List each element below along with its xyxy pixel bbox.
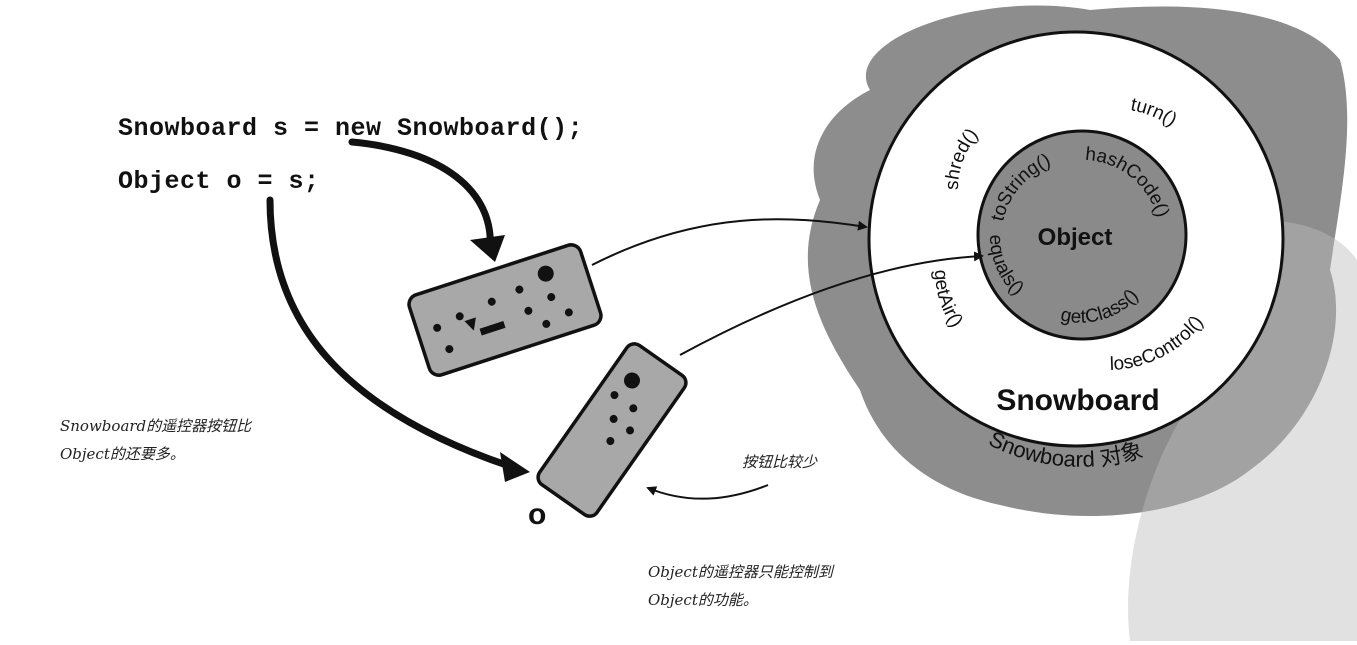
snowboard-class-label: Snowboard	[996, 384, 1159, 417]
code-line-2: Object o = s;	[118, 167, 320, 196]
arrow-remote-to-snowboard	[591, 218, 868, 266]
fewer-buttons-note: 按钮比较少	[742, 453, 818, 471]
reference-o-label: o	[528, 498, 547, 531]
object-remote	[536, 342, 688, 518]
snowboard-remote-note: Snowboard的遥控器按钮比 Object的还要多。	[60, 417, 252, 463]
arrow-o-to-remote	[266, 196, 519, 472]
arrowhead-s	[470, 235, 505, 262]
arrow-fewer-buttons	[646, 484, 769, 500]
arrow-remote-to-object	[679, 251, 984, 356]
object-class-label: Object	[1038, 224, 1113, 251]
snowboard-remote	[407, 243, 603, 377]
object-core-circle	[976, 129, 1188, 341]
code-line-1: Snowboard s = new Snowboard();	[118, 114, 584, 143]
object-remote-note: Object的遥控器只能控制到 Object的功能。	[648, 563, 833, 609]
arrow-s-to-remote	[348, 138, 494, 254]
arrowhead-o	[500, 452, 530, 482]
